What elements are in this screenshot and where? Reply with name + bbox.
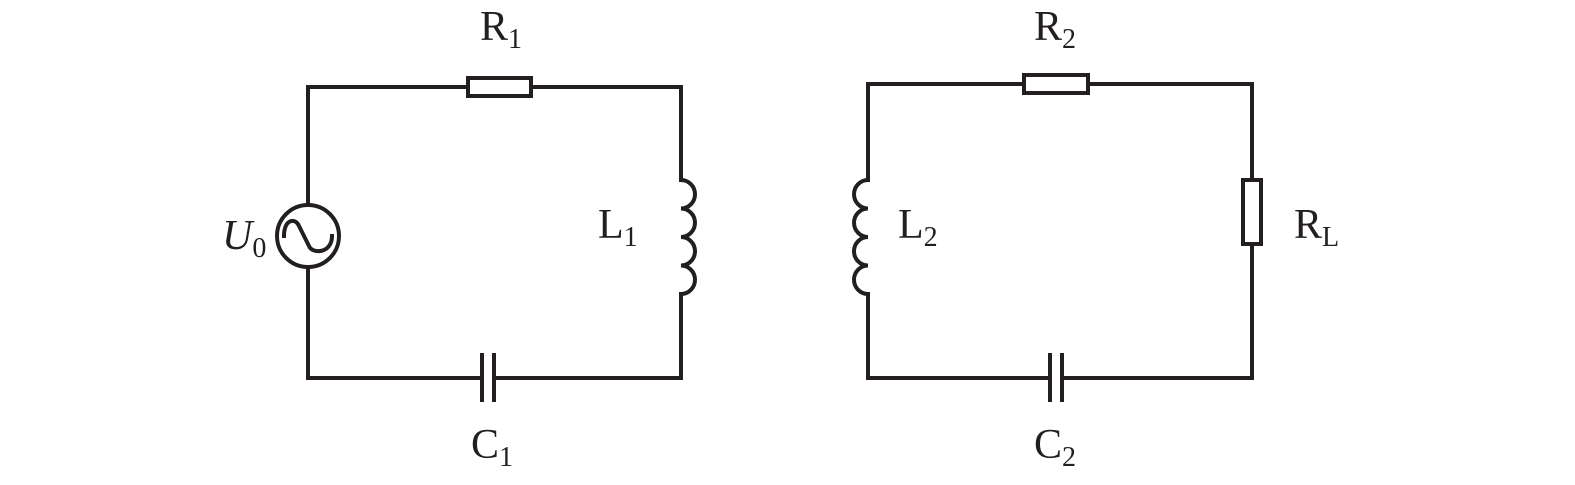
primary-bottom-wire	[306, 266, 683, 380]
label-c1: C1	[471, 422, 513, 473]
label-u0: U0	[222, 213, 266, 264]
secondary-top-wire	[866, 82, 1254, 182]
capacitor-c1	[480, 353, 496, 402]
sine-wave-icon	[281, 218, 335, 254]
secondary-bottom-wire	[866, 292, 1254, 380]
inductor-l1	[678, 177, 697, 297]
ac-source-u0	[275, 203, 341, 269]
label-rl: RL	[1294, 202, 1339, 253]
primary-top-wire	[306, 85, 683, 205]
primary-circuit: R1 L1 C1 U0	[222, 4, 697, 473]
resistor-rl	[1241, 178, 1263, 246]
label-l2: L2	[898, 202, 938, 253]
resistor-r1	[466, 76, 533, 98]
resistor-r2	[1022, 73, 1090, 95]
inductor-l2	[852, 177, 871, 297]
label-c2: C2	[1034, 422, 1076, 473]
label-r1: R1	[480, 4, 522, 55]
label-l1: L1	[598, 202, 638, 253]
secondary-circuit: R2 L2 C2 RL	[852, 4, 1339, 473]
capacitor-c2	[1048, 353, 1064, 402]
label-r2: R2	[1034, 4, 1076, 55]
